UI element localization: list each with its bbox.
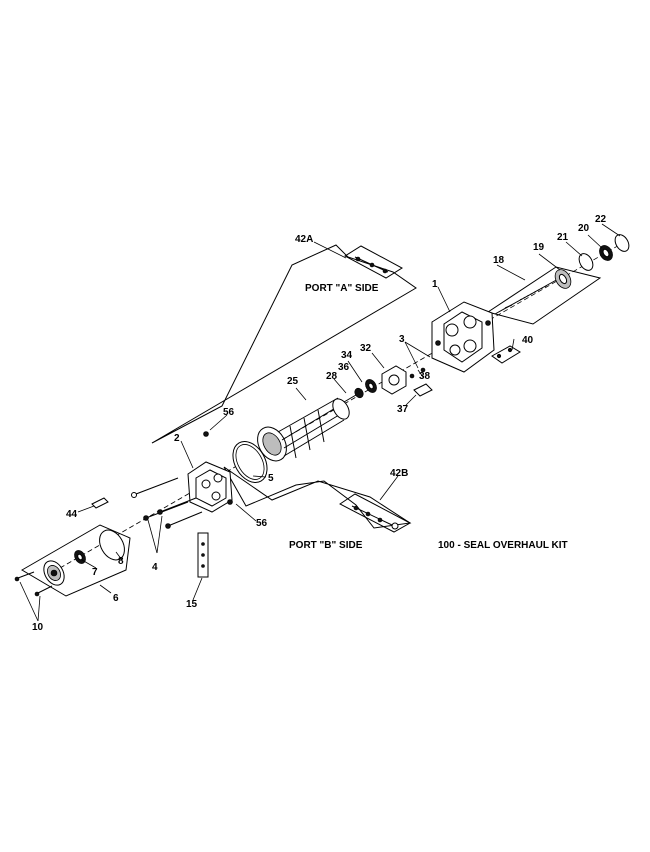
valve-small-parts — [343, 365, 433, 403]
part-labels: 1 2 3 4 5 6 7 8 10 15 18 19 20 21 22 25 … — [32, 214, 607, 633]
label-part-56-lower: 56 — [256, 518, 268, 529]
end-cap-outline — [21, 524, 131, 597]
label-part-6: 6 — [113, 593, 119, 604]
end-cap-part — [43, 529, 125, 586]
label-part-36: 36 — [338, 362, 350, 373]
center-axis — [59, 239, 629, 569]
label-part-7: 7 — [92, 567, 98, 578]
port-a-side-outline — [151, 244, 417, 444]
assembly-outlines — [21, 244, 602, 597]
pump-body-part — [431, 301, 495, 373]
plate-part — [491, 345, 521, 364]
label-part-4: 4 — [152, 562, 158, 573]
label-part-18: 18 — [493, 255, 505, 266]
label-part-25: 25 — [287, 376, 299, 387]
label-part-22: 22 — [595, 214, 607, 225]
shaft-group-outline — [486, 266, 602, 325]
valve-block-part — [187, 431, 233, 513]
label-part-28: 28 — [326, 371, 338, 382]
label-part-42b: 42B — [390, 468, 408, 479]
label-part-34: 34 — [341, 350, 353, 361]
seal-kit-caption: 100 - SEAL OVERHAUL KIT — [438, 540, 568, 551]
port-b-side-outline — [223, 466, 412, 529]
label-part-21: 21 — [557, 232, 569, 243]
bolts-part — [131, 477, 203, 529]
bearing-part — [554, 269, 572, 289]
label-part-1: 1 — [432, 279, 438, 290]
rotor-assembly-part — [257, 397, 350, 462]
label-part-10: 10 — [32, 622, 44, 633]
seal-kit-strips — [339, 245, 412, 533]
label-part-2: 2 — [174, 433, 180, 444]
label-part-38: 38 — [419, 371, 431, 382]
label-part-15: 15 — [186, 599, 198, 610]
label-part-44: 44 — [66, 509, 78, 520]
key-part — [91, 497, 109, 509]
housing-ring-part — [232, 441, 268, 483]
label-part-37: 37 — [397, 404, 409, 415]
label-part-32: 32 — [360, 343, 372, 354]
label-part-42a: 42A — [295, 234, 313, 245]
port-b-caption: PORT "B" SIDE — [289, 540, 363, 551]
label-part-8: 8 — [118, 556, 124, 567]
label-part-5: 5 — [268, 473, 274, 484]
label-part-40: 40 — [522, 335, 534, 346]
shaft-part — [494, 277, 561, 315]
leader-lines — [19, 223, 621, 622]
screws-part — [14, 571, 53, 597]
port-a-caption: PORT "A" SIDE — [305, 283, 379, 294]
label-part-19: 19 — [533, 242, 545, 253]
captions: PORT "A" SIDE PORT "B" SIDE 100 - SEAL O… — [289, 283, 568, 551]
relief-plug-part — [197, 532, 209, 578]
label-part-3: 3 — [399, 334, 405, 345]
label-part-20: 20 — [578, 223, 590, 234]
seal-stack-parts — [578, 234, 630, 271]
label-part-56-upper: 56 — [223, 407, 235, 418]
